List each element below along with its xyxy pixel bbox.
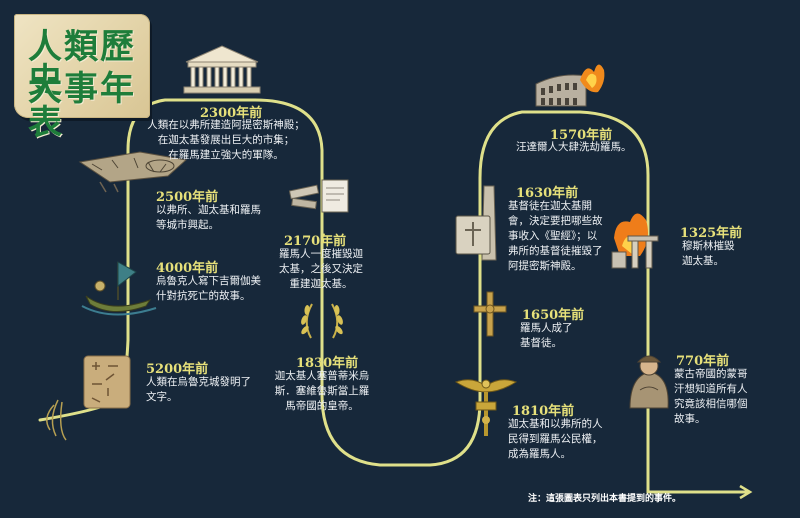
burning-ruins-icon <box>611 213 659 269</box>
event-2170-line: 太基，之後又決定 <box>279 263 363 275</box>
broken-columns-scroll-icon <box>288 179 349 213</box>
title-line-2: 大事年表 <box>28 69 136 143</box>
event-2170-line: 重建迦太基。 <box>289 278 353 290</box>
event-2170-text: 羅馬人一度摧毀迦 太基，之後又決定 重建迦太基。 <box>270 247 372 292</box>
event-5200-era: 5200年前 <box>146 362 209 377</box>
event-4000-era: 4000年前 <box>156 261 219 276</box>
event-2170-line: 羅馬人一度摧毀迦 <box>279 248 363 260</box>
greek-temple-icon <box>183 45 261 94</box>
event-770-line: 究竟該相信哪個 <box>674 398 748 410</box>
event-1325-line: 迦太基。 <box>682 255 724 267</box>
bible-obelisk-icon <box>455 185 497 261</box>
event-2500-text: 以弗所、迦太基和羅馬 等城市興起。 <box>156 203 261 233</box>
event-1630-line: 事收入《聖經》；以 <box>508 230 598 242</box>
clay-tablet-icon <box>46 355 131 441</box>
event-2300-era: 2300年前 <box>200 106 263 121</box>
event-2300-text: 人類在以弗所建造阿提密斯神殿； 在迦太基發展出巨大的市集； 在羅馬建立強大的軍隊… <box>140 118 312 163</box>
event-4000-line: 烏魯克人寫下吉爾伽美 <box>156 275 261 287</box>
mongol-khan-icon <box>629 355 669 409</box>
event-5200-line: 人類在烏魯克城發明了 <box>146 376 251 388</box>
event-4000-text: 烏魯克人寫下吉爾伽美 什對抗死亡的故事。 <box>156 274 261 304</box>
event-1650-era: 1650年前 <box>522 308 585 323</box>
event-1650-text: 羅馬人成了 基督徒。 <box>520 321 573 351</box>
event-4000-line: 什對抗死亡的故事。 <box>156 290 251 302</box>
event-1570-line: 汪達爾人大肆洗劫羅馬。 <box>516 141 632 153</box>
event-2300-line: 人類在以弗所建造阿提密斯神殿； <box>147 119 305 131</box>
ornate-cross-icon <box>473 291 507 337</box>
event-770-line: 汗想知道所有人 <box>674 383 748 395</box>
event-770-era: 770年前 <box>676 354 730 369</box>
event-1325-text: 穆斯林摧毀 迦太基。 <box>682 239 735 269</box>
event-1650-line: 羅馬人成了 <box>520 322 573 334</box>
event-2300-line: 在羅馬建立強大的軍隊。 <box>168 149 284 161</box>
event-1830-line: 迦太基人塞普蒂米烏 <box>274 370 370 382</box>
title-banner: 人類歷史 大事年表 <box>14 14 150 140</box>
event-1570-text: 汪達爾人大肆洗劫羅馬。 <box>516 140 632 155</box>
ruined-city-icon <box>78 151 188 193</box>
event-5200-text: 人類在烏魯克城發明了 文字。 <box>146 375 251 405</box>
event-1830-era: 1830年前 <box>296 356 359 371</box>
event-770-text: 蒙古帝國的蒙哥 汗想知道所有人 究竟該相信哪個 故事。 <box>674 367 748 427</box>
title-line-1: 人類歷史 <box>28 27 136 101</box>
event-2170-era: 2170年前 <box>284 234 347 249</box>
event-1630-line: 基督徒在迦太基開 <box>508 200 592 212</box>
event-1630-text: 基督徒在迦太基開 會，決定要把哪些故 事收入《聖經》；以 弗所的基督徒摧毀了 阿… <box>508 199 603 274</box>
event-2500-line: 等城市興起。 <box>156 219 219 231</box>
event-1810-line: 民得到羅馬公民權， <box>508 433 603 445</box>
event-1830-text: 迦太基人塞普蒂米烏 斯．塞維魯斯當上羅 馬帝國的皇帝。 <box>258 369 386 414</box>
event-1630-era: 1630年前 <box>516 186 579 201</box>
event-770-line: 故事。 <box>674 413 706 425</box>
laurel-wreath-icon <box>301 303 343 339</box>
event-1810-text: 迦太基和以弗所的人 民得到羅馬公民權， 成為羅馬人。 <box>508 417 603 462</box>
reed-boat-icon <box>81 261 157 316</box>
event-1630-line: 阿提密斯神殿。 <box>508 260 582 272</box>
event-1630-line: 會，決定要把哪些故 <box>508 215 603 227</box>
event-5200-line: 文字。 <box>146 391 178 403</box>
event-1570-era: 1570年前 <box>550 128 613 143</box>
roman-eagle-standard-icon <box>454 379 518 436</box>
event-2300-line: 在迦太基發展出巨大的市集； <box>157 134 295 146</box>
event-1630-line: 弗所的基督徒摧毀了 <box>508 245 603 257</box>
event-770-line: 蒙古帝國的蒙哥 <box>674 368 748 380</box>
footnote: 注：這張圖表只列出本書提到的事件。 <box>528 494 682 504</box>
event-1325-era: 1325年前 <box>680 226 743 241</box>
event-1650-line: 基督徒。 <box>520 337 562 349</box>
timeline-arrowhead <box>739 484 753 500</box>
event-1810-era: 1810年前 <box>512 404 575 419</box>
event-1830-line: 斯．塞維魯斯當上羅 <box>274 385 370 397</box>
event-2500-era: 2500年前 <box>156 190 219 205</box>
event-1830-line: 馬帝國的皇帝。 <box>285 400 359 412</box>
event-1810-line: 成為羅馬人。 <box>508 448 571 460</box>
burning-colosseum-icon <box>535 64 605 107</box>
event-1810-line: 迦太基和以弗所的人 <box>508 418 603 430</box>
event-1325-line: 穆斯林摧毀 <box>682 240 735 252</box>
event-2500-line: 以弗所、迦太基和羅馬 <box>156 204 261 216</box>
